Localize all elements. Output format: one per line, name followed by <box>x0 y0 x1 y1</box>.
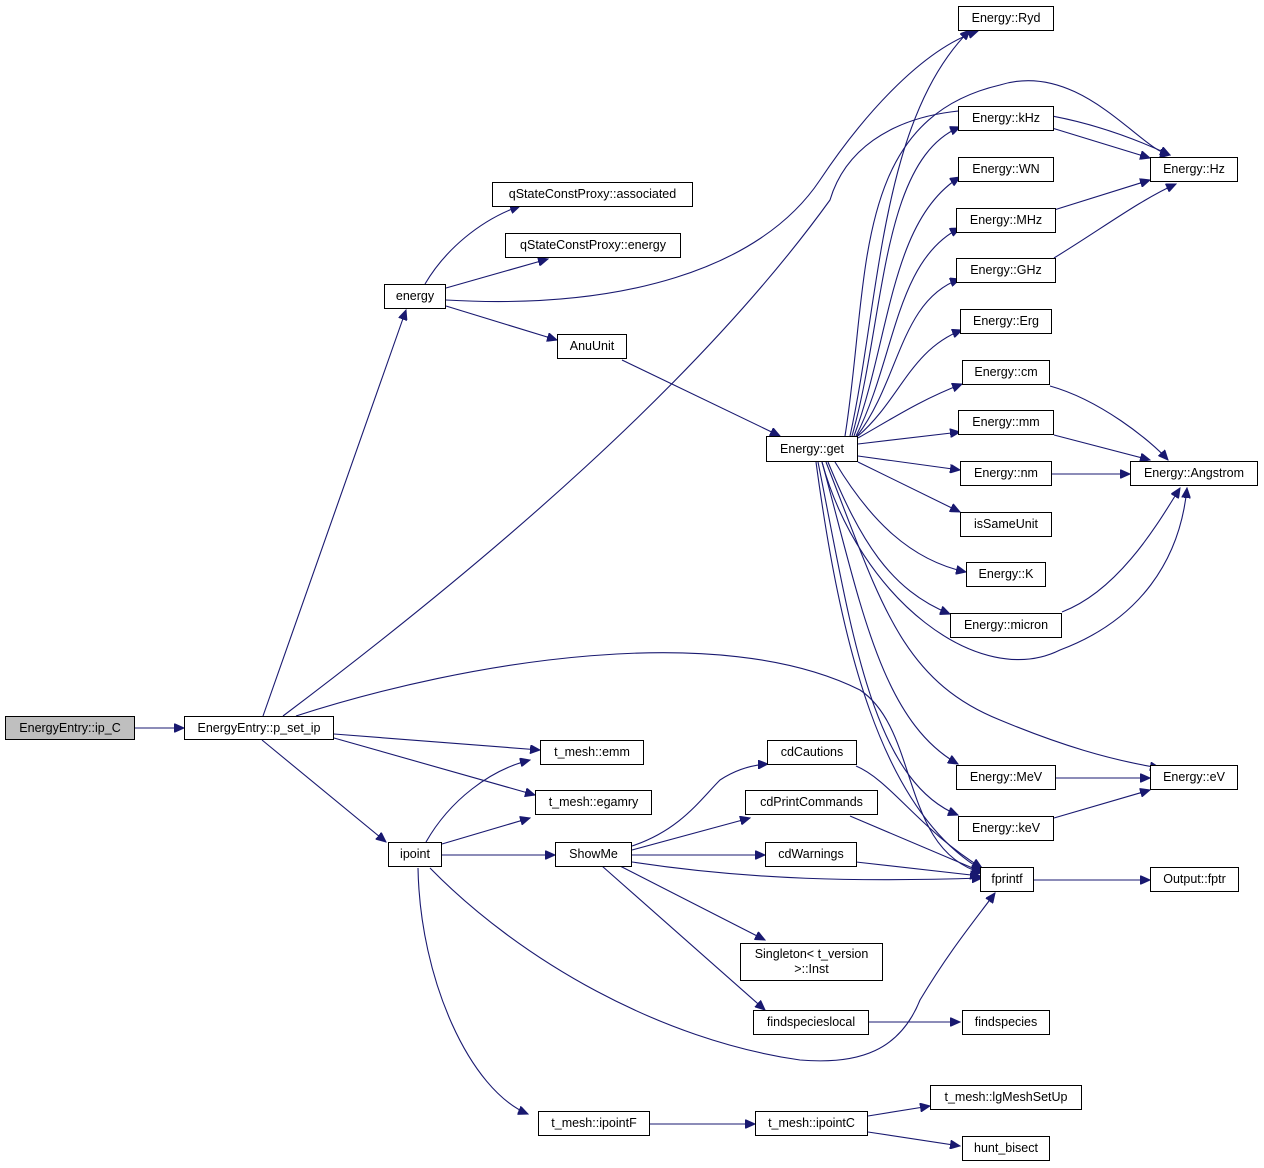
edge-get-to-hz-direct <box>844 80 1170 437</box>
node-mev[interactable]: Energy::MeV <box>956 765 1056 790</box>
node-energy[interactable]: energy <box>384 284 446 309</box>
node-ryd[interactable]: Energy::Ryd <box>958 6 1054 31</box>
node-energy-get[interactable]: Energy::get <box>766 436 858 462</box>
node-qstate-energy[interactable]: qStateConstProxy::energy <box>505 233 681 258</box>
edge-psetip-to-energy <box>262 310 406 717</box>
edge-cdcautions-to-fprintf <box>855 765 982 868</box>
node-ghz[interactable]: Energy::GHz <box>956 258 1056 283</box>
edge-psetip-to-emm <box>333 733 540 750</box>
edge-ipointc-to-hunt <box>867 1131 960 1146</box>
edge-energy-to-associated <box>424 206 520 285</box>
edge-showme-to-findlocal <box>601 865 765 1010</box>
edge-ipoint-to-egamry <box>441 818 530 845</box>
edge-get-to-kev <box>817 461 958 815</box>
node-ipointf[interactable]: t_mesh::ipointF <box>538 1111 650 1136</box>
edge-showme-to-fprintf <box>631 861 982 880</box>
edge-get-to-k <box>834 461 966 572</box>
edge-ghz-to-hz <box>1053 184 1176 259</box>
node-cm[interactable]: Energy::cm <box>962 360 1050 385</box>
edge-get-to-wn <box>853 177 960 437</box>
node-k[interactable]: Energy::K <box>966 562 1046 587</box>
node-emm[interactable]: t_mesh::emm <box>540 740 644 765</box>
edge-get-to-ghz <box>856 279 960 437</box>
edge-get-to-issameunit <box>857 461 960 512</box>
node-wn[interactable]: Energy::WN <box>958 157 1054 182</box>
node-fptr[interactable]: Output::fptr <box>1150 867 1239 892</box>
edge-showme-to-singleton <box>619 865 765 940</box>
edge-khz-to-hz <box>1051 127 1150 158</box>
node-micron[interactable]: Energy::micron <box>950 613 1062 638</box>
edge-get-to-mhz <box>855 228 960 437</box>
edge-cdprint-to-fprintf <box>849 815 982 872</box>
node-fprintf[interactable]: fprintf <box>980 867 1034 892</box>
edge-mm-to-angstrom <box>1053 434 1150 460</box>
edge-energy-to-anuunit <box>445 305 557 340</box>
edge-get-to-ryd <box>849 30 970 437</box>
edge-ipoint-to-emm <box>425 760 530 843</box>
node-mm[interactable]: Energy::mm <box>958 410 1054 435</box>
node-associated[interactable]: qStateConstProxy::associated <box>492 182 693 207</box>
node-hunt-bisect[interactable]: hunt_bisect <box>962 1136 1050 1161</box>
node-egamry[interactable]: t_mesh::egamry <box>535 790 652 815</box>
node-issameunit[interactable]: isSameUnit <box>960 512 1052 537</box>
node-cdwarnings[interactable]: cdWarnings <box>765 842 857 867</box>
node-khz[interactable]: Energy::kHz <box>958 106 1054 131</box>
edge-get-to-ev <box>825 461 1160 768</box>
node-findspecieslocal[interactable]: findspecieslocal <box>753 1010 869 1035</box>
node-kev[interactable]: Energy::keV <box>958 816 1054 841</box>
edge-ipointc-to-lgmesh <box>867 1106 930 1117</box>
edge-cm-to-angstrom <box>1049 385 1168 460</box>
edge-get-to-mev <box>821 461 958 764</box>
node-nm[interactable]: Energy::nm <box>960 461 1052 486</box>
edge-ipoint-to-fprintf <box>429 867 995 1062</box>
edge-energy-to-ryd <box>445 31 978 303</box>
node-erg[interactable]: Energy::Erg <box>960 309 1052 334</box>
node-cdcautions[interactable]: cdCautions <box>767 740 857 765</box>
edge-get-to-cm <box>857 384 962 439</box>
node-cdprintcommands[interactable]: cdPrintCommands <box>745 790 878 815</box>
edge-get-to-micron <box>827 461 950 614</box>
node-showme[interactable]: ShowMe <box>555 842 632 867</box>
node-mhz[interactable]: Energy::MHz <box>956 208 1056 233</box>
edge-anuunit-to-get <box>621 359 780 436</box>
edge-psetip-to-fprintf <box>295 652 982 873</box>
edge-psetip-to-egamry <box>333 737 535 795</box>
node-hz[interactable]: Energy::Hz <box>1150 157 1238 182</box>
edge-get-to-angstrom-direct <box>821 461 1187 661</box>
edge-micron-to-angstrom <box>1061 488 1180 613</box>
node-lgmeshsetup[interactable]: t_mesh::lgMeshSetUp <box>930 1085 1082 1110</box>
node-ipoint[interactable]: ipoint <box>388 842 442 867</box>
edge-ipoint-to-ipointf <box>417 867 528 1114</box>
node-ipointc[interactable]: t_mesh::ipointC <box>755 1111 868 1136</box>
edge-get-to-nm <box>857 455 960 470</box>
node-singleton[interactable]: Singleton< t_version >::Inst <box>740 943 883 981</box>
edge-get-to-khz <box>851 127 960 437</box>
node-findspecies[interactable]: findspecies <box>962 1010 1050 1035</box>
node-anuunit[interactable]: AnuUnit <box>557 334 627 359</box>
edge-energy-to-qenergy <box>445 259 548 289</box>
edge-get-to-erg <box>857 330 962 437</box>
node-ip-c: EnergyEntry::ip_C <box>5 716 135 740</box>
node-angstrom[interactable]: Energy::Angstrom <box>1130 461 1258 486</box>
edge-kev-to-ev <box>1053 790 1150 819</box>
edge-showme-to-cdcautions <box>631 764 768 847</box>
edge-showme-to-cdprint <box>631 818 750 851</box>
edge-mhz-to-hz <box>1053 180 1150 211</box>
edge-psetip-to-ipoint <box>261 739 386 842</box>
edge-get-to-mm <box>857 432 960 445</box>
node-ev[interactable]: Energy::eV <box>1150 765 1238 790</box>
edge-cdwarnings-to-fprintf <box>855 861 980 876</box>
node-p-set-ip[interactable]: EnergyEntry::p_set_ip <box>184 716 334 740</box>
